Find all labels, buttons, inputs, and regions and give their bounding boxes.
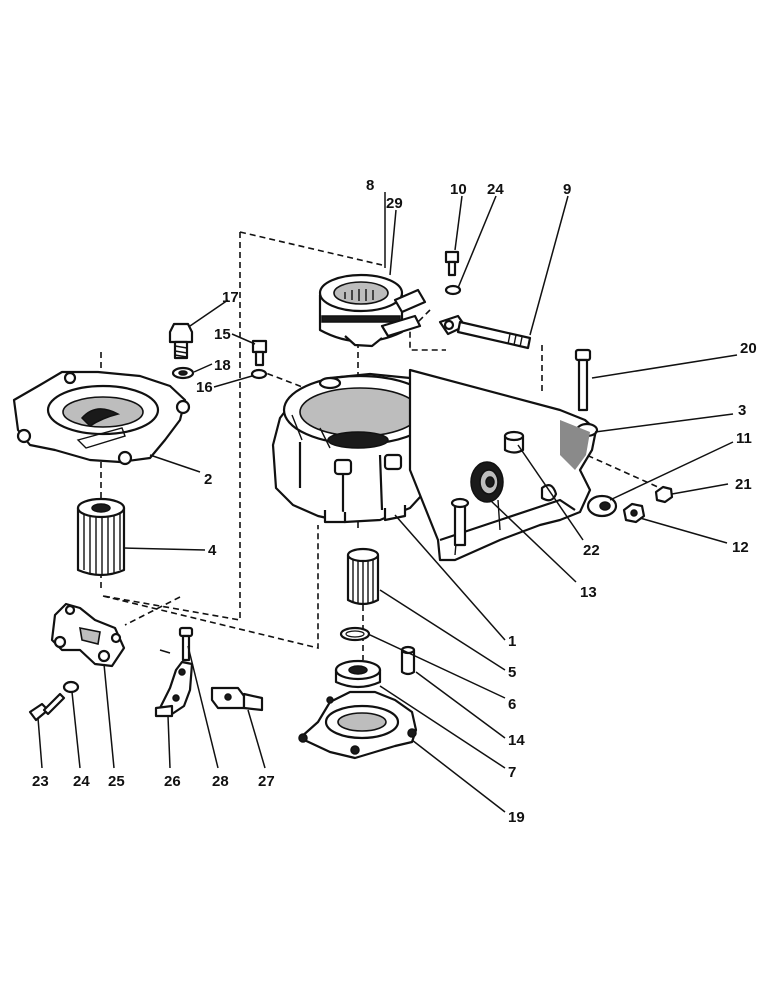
callout-27: 27 [258, 773, 275, 790]
splined-shaft-5 [346, 547, 380, 606]
callout-labels: 8 29 10 24 9 17 15 18 16 20 3 11 2 21 22… [32, 177, 757, 826]
callout-24-top: 24 [487, 181, 504, 198]
callout-23: 23 [32, 773, 49, 790]
nut-21 [654, 485, 674, 504]
washer-24-upper [444, 284, 462, 296]
callout-5: 5 [508, 664, 516, 681]
callout-1: 1 [508, 633, 516, 650]
callout-26: 26 [164, 773, 181, 790]
callout-10: 10 [450, 181, 467, 198]
callout-3: 3 [738, 402, 746, 419]
callout-24-bottom: 24 [73, 773, 90, 790]
fitting-27 [210, 686, 264, 712]
oil-seal [470, 461, 504, 503]
nut-12 [622, 502, 646, 524]
callout-7: 7 [508, 764, 516, 781]
callout-12: 12 [732, 539, 749, 556]
clamp-collar [318, 273, 427, 348]
callout-18: 18 [214, 357, 231, 374]
callout-13: 13 [580, 584, 597, 601]
bearing-7 [334, 659, 382, 689]
mounting-flange-19 [298, 690, 418, 760]
splined-coupling [76, 497, 126, 577]
callout-15: 15 [214, 326, 231, 343]
callout-17: 17 [222, 289, 239, 306]
lever-26 [154, 660, 194, 718]
callout-28: 28 [212, 773, 229, 790]
lever-bracket [408, 368, 599, 562]
washer-18 [171, 366, 195, 380]
callout-25: 25 [108, 773, 125, 790]
callout-11: 11 [736, 430, 752, 447]
dowel-pin-14 [400, 645, 416, 676]
lever-rod-9 [438, 314, 532, 350]
cover-plate [12, 370, 191, 466]
callout-14: 14 [508, 732, 525, 749]
pin-28 [159, 626, 194, 662]
pin-20 [574, 348, 592, 412]
callout-6: 6 [508, 696, 516, 713]
bracket-25 [50, 602, 126, 668]
callout-21: 21 [735, 476, 752, 493]
screw-15 [251, 339, 268, 367]
callout-29: 29 [386, 195, 403, 212]
callout-8: 8 [366, 177, 374, 194]
callout-9: 9 [563, 181, 571, 198]
callout-19: 19 [508, 809, 525, 826]
callout-2: 2 [204, 471, 212, 488]
bolt-23 [28, 692, 66, 722]
bolt-17 [168, 322, 194, 360]
callout-16: 16 [196, 379, 213, 396]
washer-16 [250, 368, 268, 380]
callout-4: 4 [208, 542, 217, 559]
callout-20: 20 [740, 340, 757, 357]
retaining-ring-6 [339, 626, 371, 642]
washer-24-lower [62, 680, 80, 694]
flanged-nut-11 [586, 494, 618, 518]
screw-10 [444, 250, 460, 277]
leader-lines [37, 192, 738, 813]
bushing-22 [503, 430, 525, 454]
callout-22: 22 [583, 542, 600, 559]
